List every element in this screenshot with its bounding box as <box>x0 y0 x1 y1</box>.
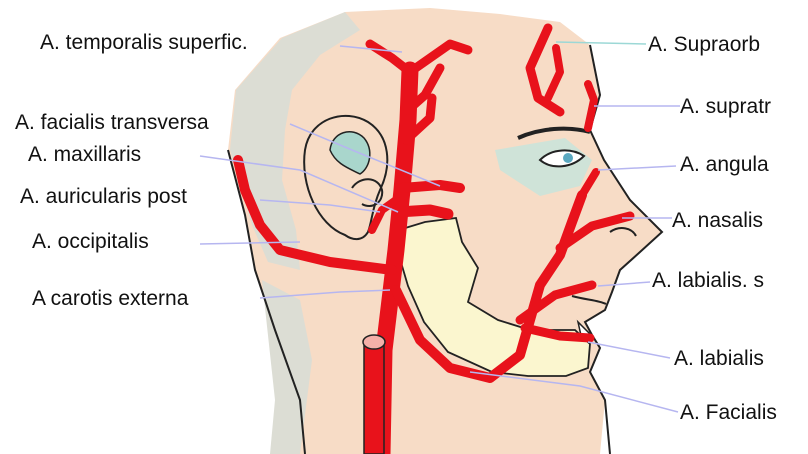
label-maxillaris: A. maxillaris <box>28 144 141 165</box>
label-labialis-inferior: A. labialis <box>674 348 764 369</box>
label-temporalis-superficialis: A. temporalis superfic. <box>40 32 248 53</box>
leader-labialis-inf <box>588 342 670 358</box>
supratrochlear-artery <box>588 84 594 128</box>
label-nasalis: A. nasalis <box>672 210 763 231</box>
carotid-cut-tube <box>364 342 384 454</box>
maxillary-branch <box>398 210 448 214</box>
label-supraorbitalis: A. Supraorb <box>648 34 760 55</box>
label-auricularis-posterior: A. auricularis post <box>20 186 187 207</box>
label-labialis-superior: A. labialis. s <box>652 270 764 291</box>
label-angularis: A. angula <box>680 154 769 175</box>
label-facialis-transversa: A. facialis transversa <box>15 112 209 133</box>
iris <box>563 153 573 163</box>
label-supratrochlearis: A. supratr <box>680 96 771 117</box>
label-facialis: A. Facialis <box>680 402 777 423</box>
label-carotis-externa: A carotis externa <box>32 288 188 309</box>
label-occipitalis: A. occipitalis <box>32 231 149 252</box>
carotid-cut-end <box>363 335 385 349</box>
transverse-facial <box>402 185 460 188</box>
